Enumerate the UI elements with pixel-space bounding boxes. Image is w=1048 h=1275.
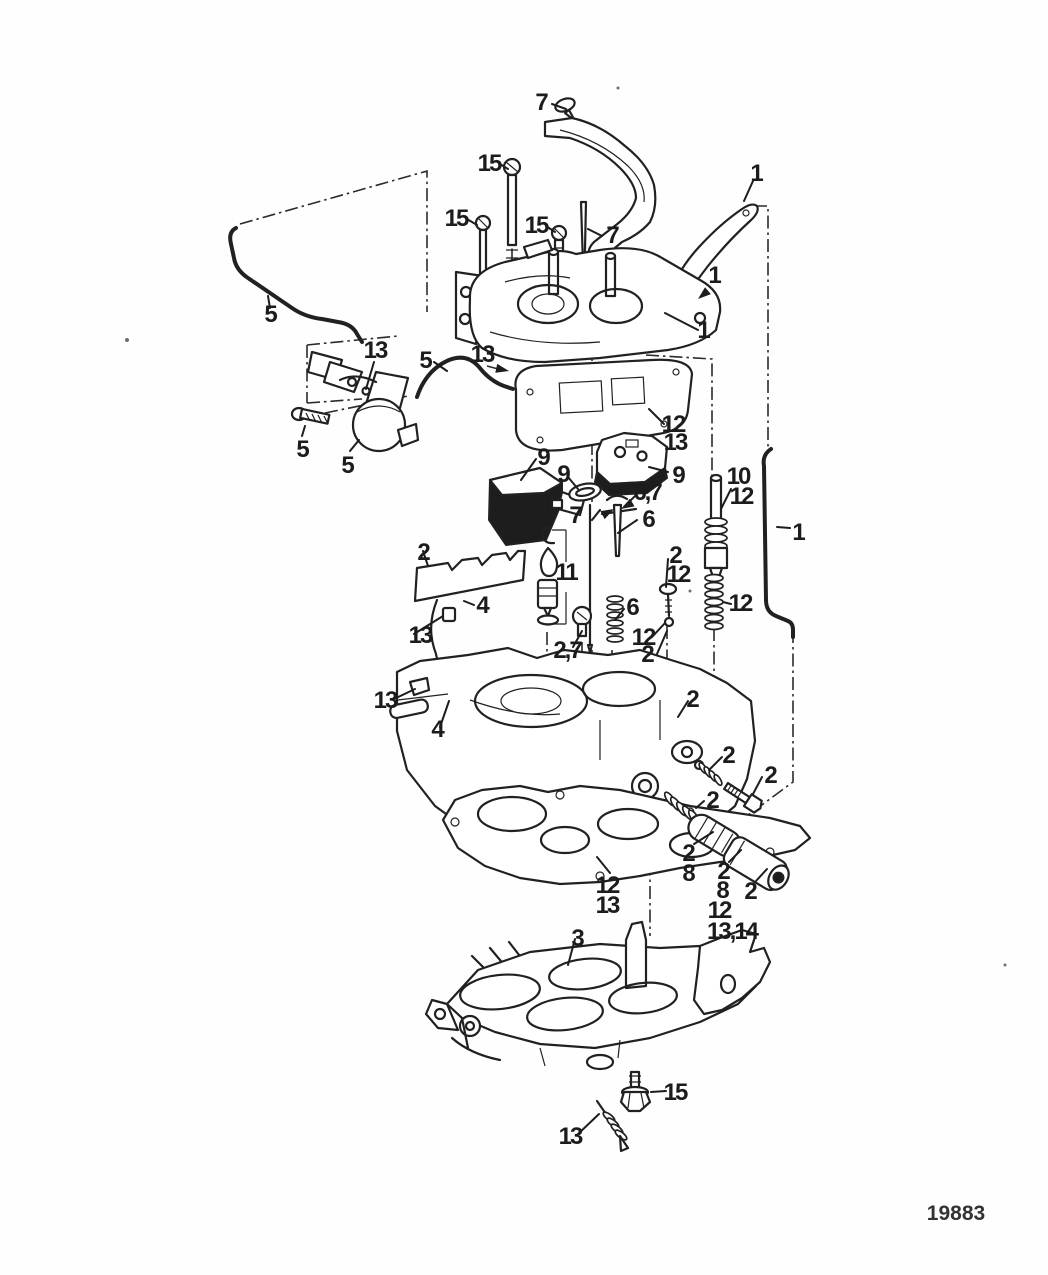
clip-13 [441, 606, 457, 623]
drawing-number: 19883 [926, 1202, 986, 1225]
callout-3: 3 [571, 925, 584, 952]
callout-2-7: 2,7 [553, 637, 582, 664]
callout-15: 15 [664, 1079, 688, 1106]
callout-9: 9 [557, 461, 570, 488]
callout-2: 2 [682, 840, 695, 867]
bracket-11 [546, 529, 567, 625]
callout-7: 7 [535, 89, 548, 116]
callout-12: 12 [708, 897, 732, 924]
callout-6: 6 [642, 506, 655, 533]
gasket-strip-2 [413, 549, 527, 603]
callout-12: 12 [596, 872, 620, 899]
throttle-bore [548, 957, 622, 991]
callout-5: 5 [264, 301, 277, 328]
callout-5: 5 [341, 452, 354, 479]
throttle-body-group [424, 920, 772, 1071]
callout-1: 1 [792, 519, 805, 546]
callout-2: 2 [417, 539, 430, 566]
callout-2: 2 [641, 641, 654, 668]
callout-2: 2 [669, 542, 682, 569]
needle-6 [612, 503, 623, 558]
leader-lines [267, 103, 791, 1136]
callout-7: 7 [606, 222, 619, 249]
choke-linkage-group [228, 226, 515, 453]
callout-11: 11 [555, 559, 578, 586]
inlet-screw-2 [722, 781, 763, 814]
callout-13: 13 [559, 1123, 583, 1150]
idle-hardware-group [595, 1070, 652, 1153]
callout-13: 13 [409, 622, 433, 649]
callout-2: 2 [686, 686, 699, 713]
callout-5: 5 [296, 436, 309, 463]
throttle-bore [608, 981, 678, 1015]
airhorn-group [454, 238, 722, 364]
pump-rod-1 [761, 447, 795, 639]
float-group [488, 431, 669, 546]
base-gasket [441, 784, 812, 886]
callout-2: 2 [706, 787, 719, 814]
throttle-arm-13-14 [692, 928, 772, 1016]
callout-12: 12 [662, 411, 686, 438]
airhorn-bore [516, 283, 580, 325]
power-piston-group [703, 473, 729, 631]
callout-1: 1 [750, 160, 763, 187]
callout-2: 2 [764, 762, 777, 789]
choke-rod-5-lower [415, 355, 515, 399]
callout-8: 8 [682, 860, 695, 887]
callout-13: 13 [596, 892, 620, 919]
callout-9: 9 [672, 462, 685, 489]
throttle-bore [526, 996, 604, 1032]
callout-9: 9 [537, 444, 550, 471]
throttle-bore [459, 973, 541, 1011]
callout-13: 13 [664, 429, 688, 456]
choke-rod-5 [228, 226, 364, 344]
idle-needle-13 [618, 1134, 630, 1153]
callout-15: 15 [445, 205, 469, 232]
center-tab [624, 920, 648, 990]
callout-4: 4 [476, 592, 490, 619]
callout-1: 1 [697, 317, 710, 344]
airhorn-screws-group [474, 157, 588, 316]
callout-15: 15 [525, 212, 549, 239]
choke-diaphragm-5 [351, 397, 407, 453]
callout-6: 6 [626, 594, 639, 621]
base-gasket-group [441, 784, 812, 886]
airhorn-gasket [514, 358, 694, 452]
airhorn-body [468, 247, 722, 364]
callout-13: 13 [364, 337, 388, 364]
callout-12: 12 [667, 561, 691, 588]
callout-12: 12 [730, 483, 754, 510]
callout-10: 10 [727, 463, 751, 490]
needle-7 [579, 200, 588, 298]
callout-13: 13 [374, 687, 398, 714]
venturi-bore [473, 673, 589, 729]
callout-7: 7 [569, 502, 582, 529]
callout-6-7: 6,7 [633, 479, 662, 506]
callout-1: 1 [708, 262, 721, 289]
callout-5: 5 [419, 347, 432, 374]
airhorn-bore [588, 287, 644, 325]
spring-12 [704, 573, 724, 631]
callout-2: 2 [717, 858, 730, 885]
callout-13-14: 13,14 [707, 918, 760, 945]
callout-15: 15 [478, 150, 502, 177]
callout-12: 12 [632, 624, 656, 651]
callout-13: 13 [471, 341, 495, 368]
spring-6 [606, 595, 624, 643]
callout-12: 12 [729, 590, 753, 617]
callout-2: 2 [722, 742, 735, 769]
callout-2: 2 [744, 878, 757, 905]
fuel-inlet-boss [670, 739, 704, 765]
callout-8: 8 [716, 877, 729, 904]
venturi-bore [581, 670, 657, 708]
airhorn-gasket-group [514, 358, 694, 452]
bolt-15 [619, 1090, 652, 1113]
